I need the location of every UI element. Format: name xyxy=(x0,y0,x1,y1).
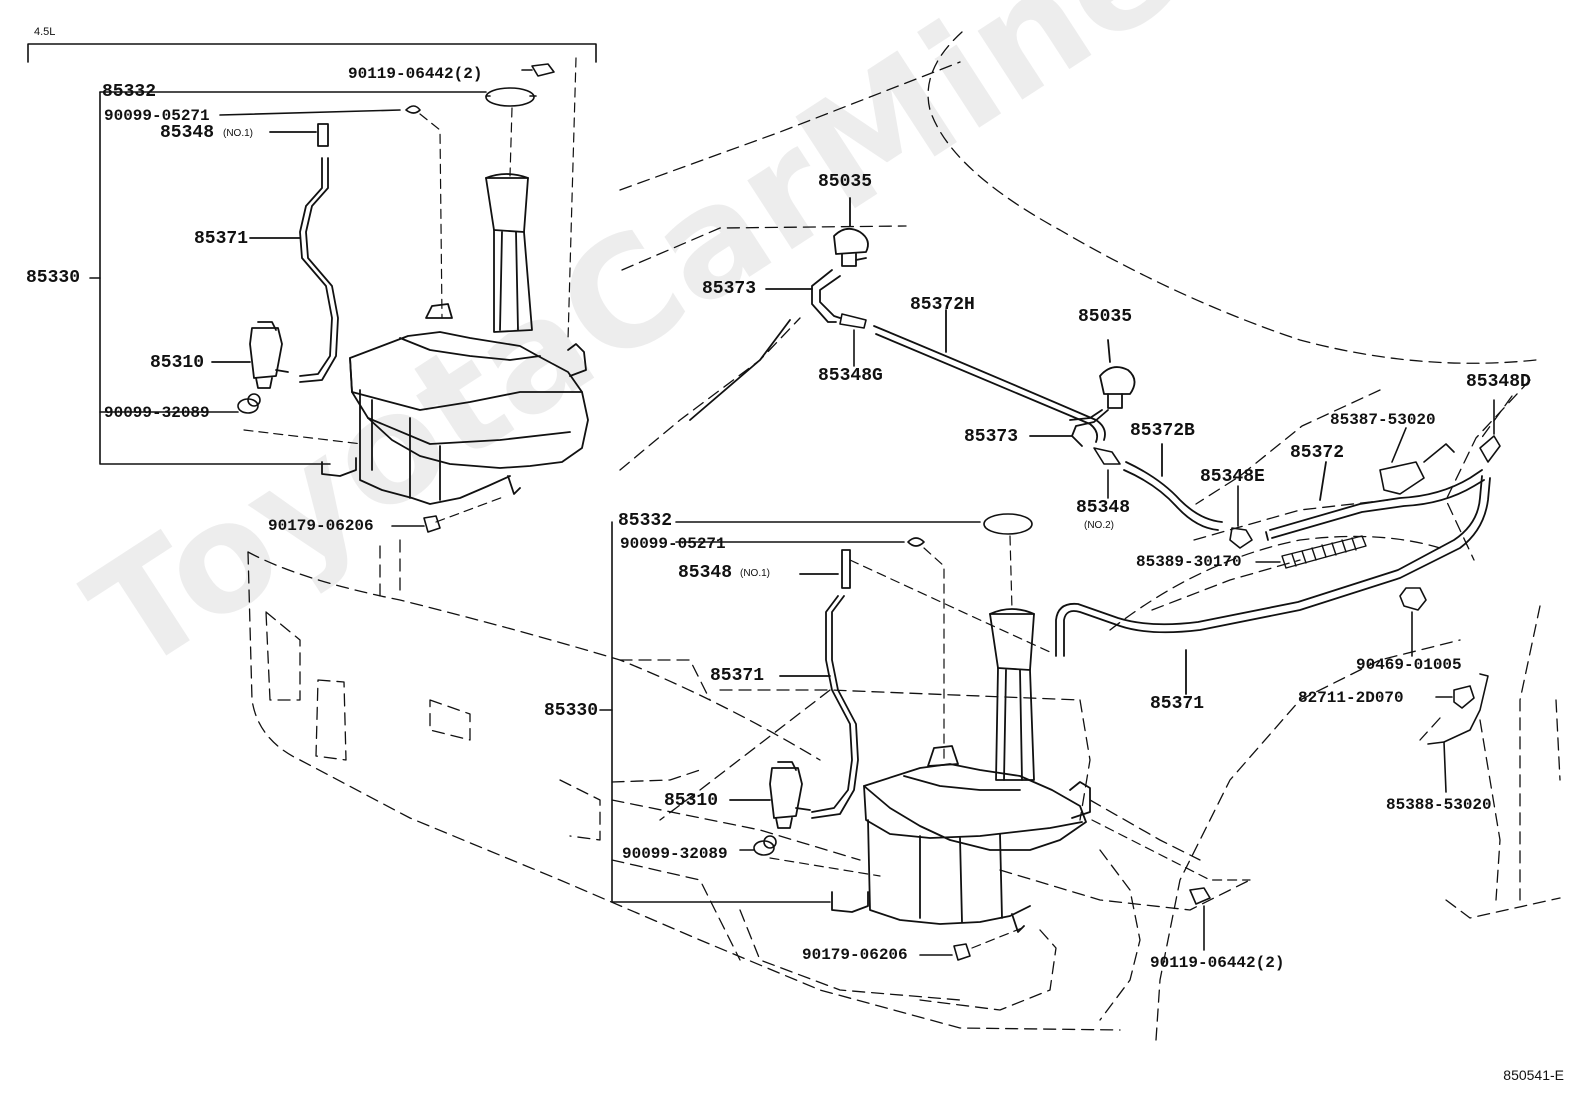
label-clamp-85388: 85388-53020 xyxy=(1386,796,1492,814)
label-left-nozzle: 85035 xyxy=(818,172,873,192)
lower-washer-tank xyxy=(831,608,1091,933)
lower-grommet xyxy=(907,537,925,547)
label-clip-82711: 82711-2D070 xyxy=(1298,689,1404,707)
joint-85348-no2 xyxy=(1093,447,1121,499)
left-hose-85373 xyxy=(689,269,841,421)
right-nozzle xyxy=(1099,339,1136,409)
upper-pump-grommet xyxy=(99,393,261,414)
upper-hose xyxy=(249,123,339,383)
label-joint-center-note: (NO.2) xyxy=(1084,520,1114,531)
label-upper-bottom-bolt: 90179-06206 xyxy=(268,517,374,535)
figure-number: 850541-E xyxy=(1503,1067,1564,1083)
lower-hose xyxy=(779,549,859,819)
label-upper-hose: 85371 xyxy=(194,229,249,249)
long-hose-85371 xyxy=(1055,475,1491,695)
label-upper-joint: 85348 xyxy=(160,123,215,143)
upper-inlet-cap xyxy=(99,87,537,107)
upper-group-bracket xyxy=(99,91,331,465)
label-lower-side-bolt: 90119-06442(2) xyxy=(1150,954,1285,972)
joint-85348g xyxy=(839,313,867,367)
joint-85348e xyxy=(1229,485,1253,549)
label-upper-grommet: 90099-05271 xyxy=(104,107,210,125)
section-label: 4.5L xyxy=(34,26,56,38)
upper-pump xyxy=(211,321,289,389)
hose-85372h xyxy=(873,309,1106,443)
lower-inlet-cap xyxy=(983,513,1033,535)
lower-pump xyxy=(729,761,811,829)
label-lower-grommet: 90099-05271 xyxy=(620,535,726,553)
label-lower-inlet-cap: 85332 xyxy=(618,511,673,531)
hose-85372 xyxy=(1265,461,1485,541)
upper-grommet xyxy=(219,105,421,116)
label-hose-85372b: 85372B xyxy=(1130,421,1195,441)
label-long-hose: 85371 xyxy=(1150,694,1205,714)
protector-85389 xyxy=(1255,535,1367,569)
label-protector-85389: 85389-30170 xyxy=(1136,553,1242,571)
label-lower-joint-note: (NO.1) xyxy=(740,568,770,579)
clamp-85387 xyxy=(1379,427,1455,495)
clip-90469 xyxy=(1399,587,1427,657)
section-bracket xyxy=(27,43,597,63)
lower-side-bolt xyxy=(1189,887,1211,951)
label-joint-85348d: 85348D xyxy=(1466,372,1531,392)
label-joint-85348g: 85348G xyxy=(818,366,883,386)
right-hose-85373 xyxy=(1029,409,1109,447)
label-right-nozzle: 85035 xyxy=(1078,307,1133,327)
label-right-hose: 85373 xyxy=(964,427,1019,447)
label-clamp-85387: 85387-53020 xyxy=(1330,411,1436,429)
lower-group-bracket xyxy=(611,521,831,903)
label-lower-pump: 85310 xyxy=(664,791,719,811)
label-lower-pump-grommet: 90099-32089 xyxy=(622,845,728,863)
label-hose-85372: 85372 xyxy=(1290,443,1345,463)
label-upper-pump-grommet: 90099-32089 xyxy=(104,404,210,422)
lower-pump-grommet xyxy=(739,835,777,856)
label-lower-joint: 85348 xyxy=(678,563,733,583)
label-lower-bottom-bolt: 90179-06206 xyxy=(802,946,908,964)
label-lower-hose: 85371 xyxy=(710,666,765,686)
label-upper-tank-assembly: 85330 xyxy=(26,268,81,288)
upper-bottom-bolt xyxy=(391,515,441,533)
label-lower-tank-assembly: 85330 xyxy=(544,701,599,721)
label-upper-pump: 85310 xyxy=(150,353,205,373)
label-left-hose: 85373 xyxy=(702,279,757,299)
label-clip-90469: 90469-01005 xyxy=(1356,656,1462,674)
vehicle-outline xyxy=(247,31,1561,1041)
label-joint-85348e: 85348E xyxy=(1200,467,1265,487)
left-nozzle xyxy=(833,197,869,267)
label-upper-cap-bolt: 90119-06442(2) xyxy=(348,65,483,83)
lower-bottom-bolt xyxy=(919,943,971,961)
hose-85372b xyxy=(1123,443,1223,531)
label-upper-inlet-cap: 85332 xyxy=(102,82,157,102)
upper-cap-bolt xyxy=(521,63,555,77)
label-joint-center: 85348 xyxy=(1076,498,1131,518)
clip-82711 xyxy=(1435,685,1475,709)
clamp-85388 xyxy=(1427,673,1489,793)
label-hose-85372h: 85372H xyxy=(910,295,975,315)
upper-washer-tank xyxy=(321,173,589,505)
joint-85348d xyxy=(1479,399,1501,463)
label-upper-joint-note: (NO.1) xyxy=(223,128,253,139)
